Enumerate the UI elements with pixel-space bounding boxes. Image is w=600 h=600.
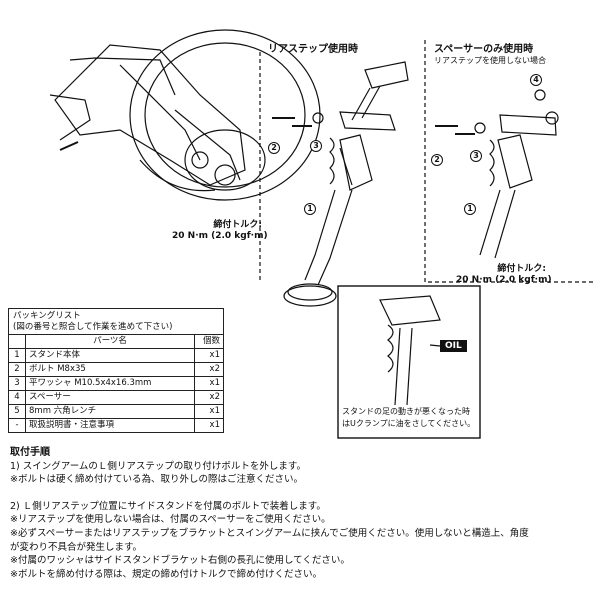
- header-no: [9, 334, 26, 349]
- torque-right: 締付トルク: 20 N·m (2.0 kgf·m): [456, 264, 552, 286]
- row-name: スタンド本体: [25, 348, 195, 363]
- torque-left: 締付トルク: 20 N·m (2.0 kgf·m): [172, 220, 268, 242]
- spacer: [10, 487, 595, 500]
- step2-line5: ※付属のワッシャはサイドスタンドブラケット右側の長孔に使用してください。: [10, 555, 350, 567]
- row-name: ボルト M8x35: [25, 362, 195, 377]
- table-row: 1 スタンド本体 x1: [9, 348, 223, 363]
- torque-left-value: 20 N·m (2.0 kgf·m): [172, 231, 268, 241]
- callout-1-right: 1: [464, 203, 476, 215]
- row-qty: x1: [194, 404, 223, 419]
- row-qty: x1: [194, 376, 223, 391]
- row-no: 2: [9, 362, 26, 377]
- table-row: - 取扱説明書・注意事項 x1: [9, 418, 223, 432]
- callout-4-right: 4: [530, 74, 542, 86]
- step1-line1: 1) スイングアームのＬ側リアステップの取り付けボルトを外します。: [10, 460, 306, 472]
- header-qty: 個数: [194, 334, 223, 349]
- rear-step-assembly: [272, 61, 409, 307]
- swingarm-drawing: [49, 29, 321, 201]
- torque-right-value: 20 N·m (2.0 kgf·m): [456, 275, 552, 285]
- row-no: 5: [9, 404, 26, 419]
- torque-right-label: 締付トルク:: [497, 264, 546, 274]
- row-qty: x2: [194, 362, 223, 377]
- row-no: 1: [9, 348, 26, 363]
- table-row: 2 ボルト M8x35 x2: [9, 362, 223, 377]
- step2-line4: が変わり不具合が発生します。: [10, 541, 143, 553]
- row-qty: x2: [194, 390, 223, 405]
- step2-line2: ※リアステップを使用しない場合は、付属のスペーサーをご使用ください。: [10, 514, 331, 526]
- callout-1-left: 1: [304, 203, 316, 215]
- row-no: -: [9, 418, 26, 432]
- callout-2-right: 2: [431, 154, 443, 166]
- step1-line2: ※ボルトは硬く締め付けている為、取り外しの際はご注意ください。: [10, 474, 303, 486]
- detail-note-line2: はUクランプに油をさしてください。: [342, 419, 476, 428]
- spacer-only-title: スペーサーのみ使用時: [434, 44, 534, 55]
- row-name: スペーサー: [25, 390, 195, 405]
- step2-line1: 2) Ｌ側リアステップ位置にサイドスタンドを付属のボルトで装着します。: [10, 500, 326, 512]
- row-qty: x1: [194, 348, 223, 363]
- installation-instructions: 取付手順 1) スイングアームのＬ側リアステップの取り付けボルトを外します。 ※…: [10, 446, 595, 581]
- rear-step-title: リアステップ使用時: [268, 44, 358, 55]
- detail-note-line1: スタンドの足の動きが悪くなった時: [342, 407, 470, 416]
- detail-box: [337, 285, 481, 439]
- row-qty: x1: [194, 418, 223, 432]
- spacer-assembly: [435, 89, 559, 259]
- row-name: 8mm 六角レンチ: [25, 404, 195, 419]
- spacer-only-subtitle: リアステップを使用しない場合: [434, 56, 546, 65]
- row-name: 取扱説明書・注意事項: [25, 418, 195, 432]
- table-row: 3 平ワッシャ M10.5x4x16.3mm x1: [9, 376, 223, 391]
- callout-2-left: 2: [268, 142, 280, 154]
- callout-3-left: 3: [310, 140, 322, 152]
- installation-illustration: [49, 29, 596, 439]
- torque-left-label: 締付トルク:: [213, 220, 262, 230]
- packing-list: パッキングリスト (図の番号と照合して作業を進めて下さい) パーツ名 個数 1 …: [8, 308, 224, 433]
- header-name: パーツ名: [25, 334, 195, 349]
- callout-3-right: 3: [470, 150, 482, 162]
- table-row: 4 スペーサー x2: [9, 390, 223, 405]
- step2-line3: ※必ずスペーサーまたはリアステップをブラケットとスイングアームに挟んでご使用くだ…: [10, 527, 529, 539]
- step2-line6: ※ボルトを締め付ける際は、規定の締め付けトルクで締め付けください。: [10, 568, 322, 580]
- oil-tag: OIL: [440, 340, 467, 352]
- packing-table: パーツ名 個数 1 スタンド本体 x1 2 ボルト M8x35 x2 3 平ワッ…: [9, 334, 223, 432]
- packing-header-row: パーツ名 個数: [9, 334, 223, 349]
- row-no: 3: [9, 376, 26, 391]
- packing-list-subtitle: (図の番号と照合して作業を進めて下さい): [13, 322, 173, 332]
- instructions-title: 取付手順: [10, 447, 50, 458]
- row-name: 平ワッシャ M10.5x4x16.3mm: [25, 376, 195, 391]
- packing-list-title: パッキングリスト: [13, 311, 81, 321]
- row-no: 4: [9, 390, 26, 405]
- table-row: 5 8mm 六角レンチ x1: [9, 404, 223, 419]
